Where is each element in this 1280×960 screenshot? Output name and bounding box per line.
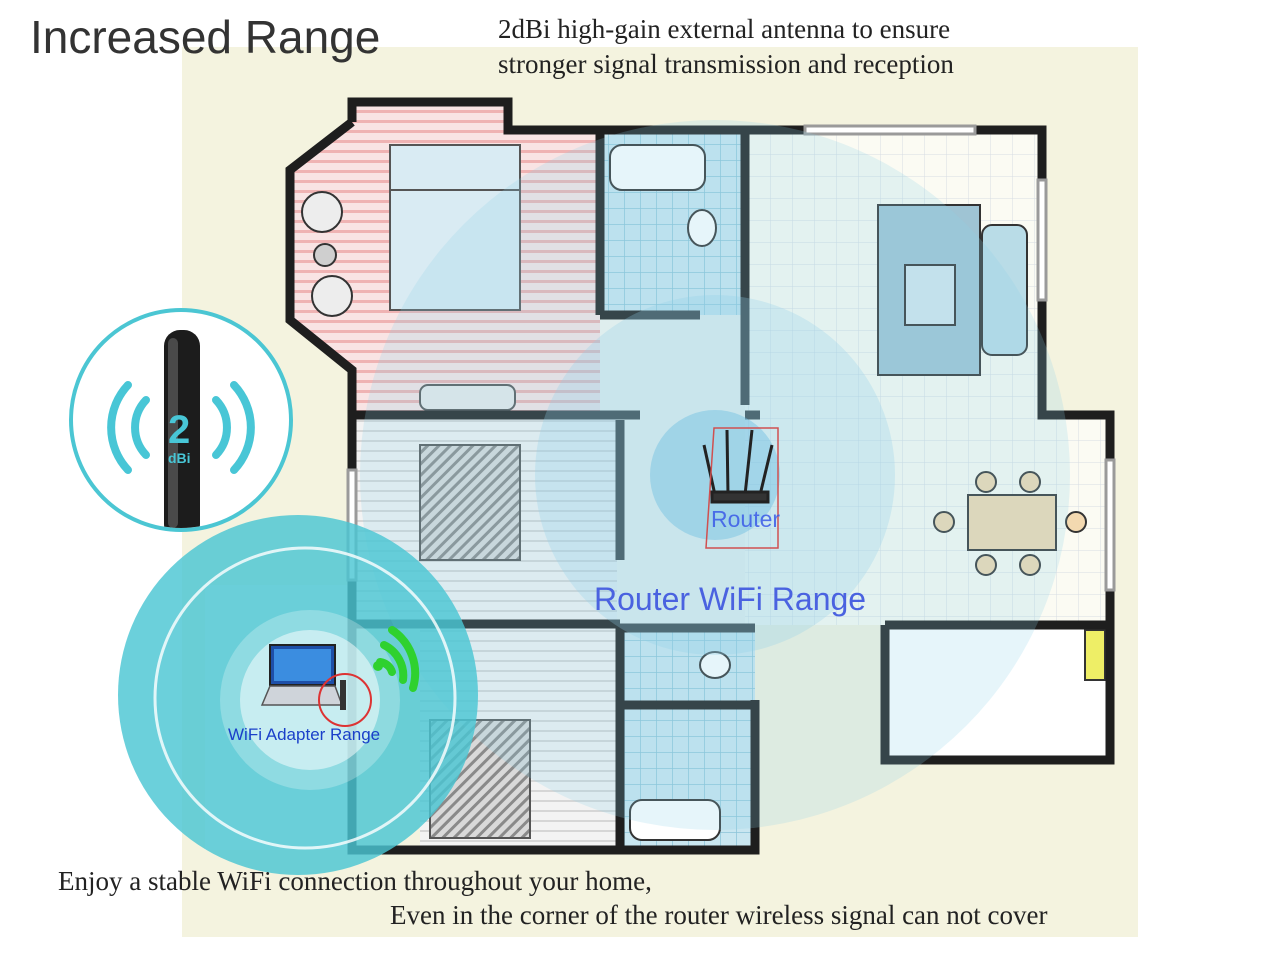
router-marker-outline bbox=[705, 427, 779, 549]
router-signal-middle bbox=[535, 295, 895, 655]
kitchen-counter bbox=[1084, 629, 1106, 681]
feature-subtitle: 2dBi high-gain external antenna to ensur… bbox=[498, 12, 954, 82]
armchair-2 bbox=[311, 275, 353, 317]
router-signal-outer bbox=[360, 120, 1070, 830]
router-signal-inner bbox=[650, 410, 780, 540]
adapter-range-label: WiFi Adapter Range bbox=[228, 725, 381, 744]
armchair-1 bbox=[301, 191, 343, 233]
dining-table bbox=[967, 494, 1057, 551]
bed-master bbox=[389, 144, 521, 311]
sofa-right bbox=[981, 224, 1028, 356]
antenna-gain-unit: dBi bbox=[168, 450, 191, 466]
sofa-left bbox=[419, 384, 516, 411]
kitchen bbox=[885, 625, 1110, 760]
adapter-signal-ring-1 bbox=[153, 546, 457, 850]
walls bbox=[285, 97, 1115, 855]
toilet-bottom bbox=[699, 651, 731, 679]
subtitle-line-2: stronger signal transmission and recepti… bbox=[498, 49, 954, 79]
laptop-icon bbox=[260, 644, 344, 706]
adapter-highlight-circle bbox=[318, 673, 372, 727]
plant bbox=[313, 243, 337, 267]
antenna-gain-number: 2 bbox=[168, 408, 191, 452]
bed-middle bbox=[419, 444, 521, 561]
footer-line-2: Even in the corner of the router wireles… bbox=[390, 900, 1048, 930]
footer-line-1: Enjoy a stable WiFi connection throughou… bbox=[58, 866, 652, 896]
router-label: Router bbox=[711, 506, 781, 532]
usb-adapter-icon bbox=[340, 680, 346, 710]
antenna-signal-waves bbox=[107, 381, 255, 474]
page-title: Increased Range bbox=[30, 11, 381, 63]
bathtub-bottom bbox=[629, 799, 721, 841]
router-range-label: Router WiFi Range bbox=[594, 581, 867, 617]
subtitle-line-1: 2dBi high-gain external antenna to ensur… bbox=[498, 14, 951, 44]
toilet-top bbox=[687, 209, 717, 247]
bathtub-top bbox=[609, 144, 706, 191]
router-icon bbox=[702, 429, 774, 504]
